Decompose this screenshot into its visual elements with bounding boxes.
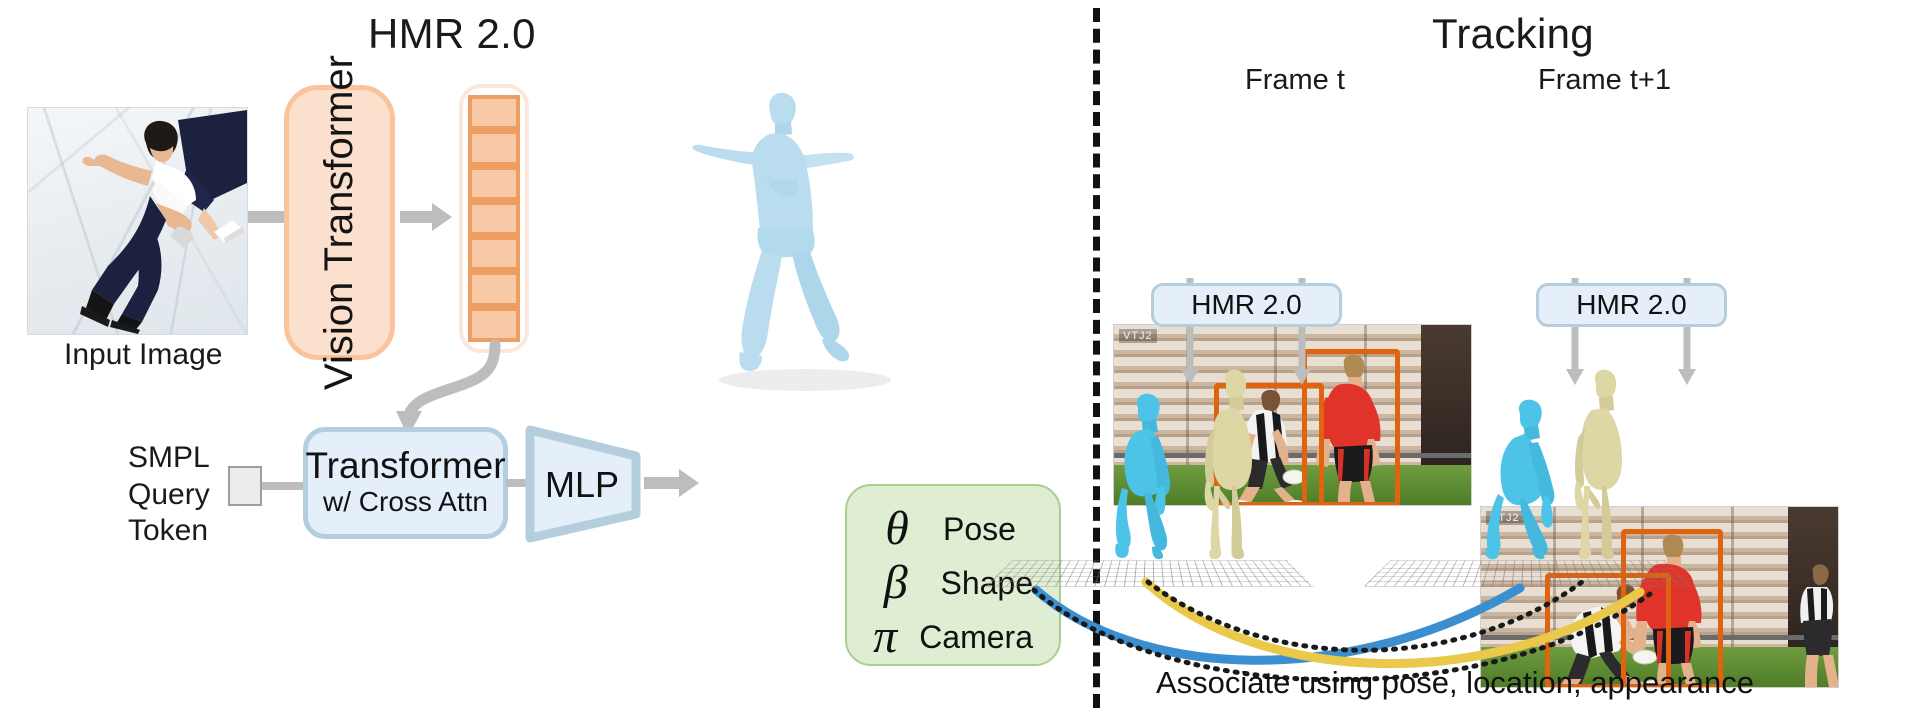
patch-token bbox=[468, 271, 520, 307]
transformer-block-subtitle: w/ Cross Attn bbox=[323, 486, 488, 518]
association-footer-label: Associate using pose, location, appearan… bbox=[1156, 665, 1755, 700]
output-label-pose: Pose bbox=[943, 510, 1016, 547]
output-row-camera: π Camera bbox=[873, 610, 1033, 664]
arrow-mlp-to-outputs bbox=[644, 477, 681, 489]
player-red-frame-t bbox=[1316, 354, 1381, 505]
frame-t-hmr-box: HMR 2.0 bbox=[1151, 283, 1342, 327]
patch-token bbox=[468, 200, 520, 237]
broadcast-watermark: VTJ2 bbox=[1119, 329, 1157, 343]
output-row-pose: θ Pose bbox=[873, 502, 1033, 556]
tracking-panel-title: Tracking bbox=[1432, 10, 1594, 57]
frame-t1-hmr-box: HMR 2.0 bbox=[1536, 283, 1727, 327]
stand-divider bbox=[1186, 325, 1189, 466]
mesh-player-b-frame-t1 bbox=[1574, 369, 1622, 560]
smpl-query-token-line-1: SMPL bbox=[128, 441, 210, 474]
frame-t1-photo: VTJ2 bbox=[1480, 506, 1839, 688]
pi-symbol: π bbox=[873, 610, 898, 663]
mesh-player-a-frame-t bbox=[1115, 393, 1171, 560]
hmr-panel-title: HMR 2.0 bbox=[368, 10, 536, 57]
frame-t-hmr-label: HMR 2.0 bbox=[1191, 289, 1302, 320]
connector-transformer-to-mlp bbox=[506, 479, 528, 487]
association-curves bbox=[1031, 577, 1653, 683]
frame-t-photo: VTJ2 bbox=[1113, 324, 1472, 506]
patch-token bbox=[468, 236, 520, 272]
mesh-player-a-frame-t1 bbox=[1485, 399, 1555, 560]
player-background-frame-t1 bbox=[1800, 564, 1838, 687]
stadium-stands bbox=[1114, 325, 1471, 466]
smpl-mesh-render bbox=[692, 92, 891, 391]
frame-t1-hmr-label: HMR 2.0 bbox=[1576, 289, 1687, 320]
mesh-player-b-frame-t bbox=[1204, 369, 1252, 560]
detection-box-player-2-frame-t1[interactable] bbox=[1621, 529, 1723, 687]
patch-token bbox=[468, 130, 520, 166]
arrow-head-mlp-to-outputs bbox=[679, 469, 699, 497]
input-image-label: Input Image bbox=[64, 338, 223, 371]
pitch-rail bbox=[1114, 453, 1471, 458]
mlp-label: MLP bbox=[545, 464, 620, 505]
connector-querytoken-to-transformer bbox=[262, 482, 307, 490]
arrow-head-vit-to-tokens bbox=[432, 203, 452, 231]
figure-skater-illustration bbox=[80, 110, 247, 334]
patch-token bbox=[468, 165, 520, 201]
vision-transformer-block: Vision Transformer bbox=[284, 55, 395, 390]
output-label-camera: Camera bbox=[919, 618, 1033, 655]
smpl-query-token-line-2: Query bbox=[128, 477, 210, 511]
smpl-query-token-line-3: Token bbox=[128, 514, 209, 548]
patch-token-column bbox=[459, 84, 529, 353]
frame-t-caption: Frame t bbox=[1245, 64, 1345, 96]
vision-transformer-label: Vision Transformer bbox=[317, 55, 362, 390]
patch-token bbox=[468, 95, 520, 131]
panel-divider bbox=[1093, 8, 1100, 708]
arrow-image-to-vit bbox=[248, 211, 289, 223]
beta-symbol: β bbox=[883, 556, 908, 609]
patch-token bbox=[468, 306, 520, 342]
stand-divider bbox=[1731, 507, 1734, 648]
arrows-hmr-to-meshes-frame-t1 bbox=[1566, 327, 1696, 385]
input-image-photo bbox=[27, 107, 248, 335]
detection-box-player-2-frame-t[interactable] bbox=[1302, 349, 1400, 505]
mlp-block bbox=[525, 425, 641, 543]
frame-t1-caption: Frame t+1 bbox=[1538, 64, 1671, 96]
theta-symbol: θ bbox=[885, 502, 909, 555]
transformer-cross-attn-block: Transformer w/ Cross Attn bbox=[303, 427, 508, 539]
smpl-query-token-square bbox=[228, 466, 262, 506]
arrow-vit-to-tokens bbox=[400, 211, 434, 223]
smpl-query-token-label: SMPL Query Token bbox=[128, 440, 210, 550]
stadium-dark-wall bbox=[1421, 325, 1471, 466]
arrows-hmr-to-meshes-frame-t bbox=[1181, 327, 1311, 385]
transformer-block-title: Transformer bbox=[305, 445, 506, 487]
connector-tokens-to-transformer bbox=[396, 339, 501, 437]
